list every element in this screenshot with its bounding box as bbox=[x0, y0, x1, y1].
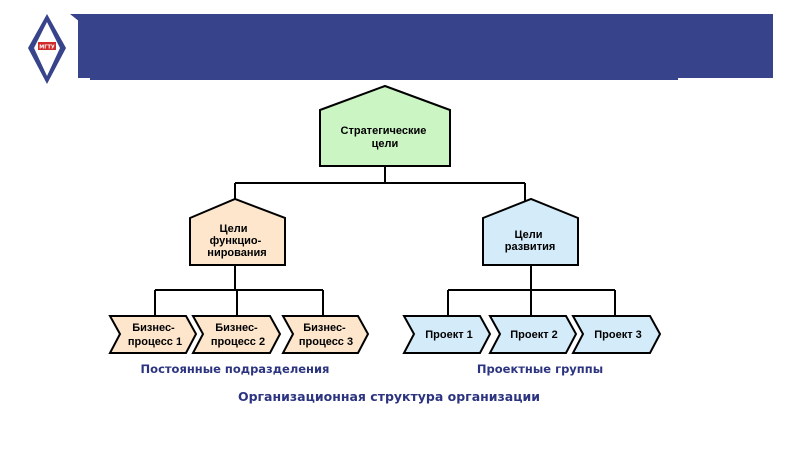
node-strategic-goals: Стратегические цели bbox=[319, 84, 451, 167]
node-label: Бизнес- bbox=[303, 322, 346, 334]
caption-project-groups: Проектные группы bbox=[477, 362, 603, 376]
diamond-emblem-icon: МГТУ bbox=[28, 14, 66, 84]
node-functional-goals: Цели функцио- нирования bbox=[189, 197, 286, 266]
caption-permanent-units: Постоянные подразделения bbox=[141, 362, 330, 376]
svg-text:Бизнес- процесс 3: Бизнес- процесс 3 bbox=[299, 322, 353, 348]
node-label: развития bbox=[505, 241, 556, 253]
node-label: цели bbox=[372, 138, 399, 150]
header-banner: МГТУ bbox=[28, 14, 773, 84]
logo-text: МГТУ bbox=[39, 45, 55, 51]
node-label: Бизнес- bbox=[132, 322, 175, 334]
node-label: процесс 1 bbox=[128, 336, 182, 348]
svg-text:Стратегические цели: Стратегические цели bbox=[341, 125, 430, 150]
svg-text:Бизнес- процесс 1: Бизнес- процесс 1 bbox=[128, 322, 182, 348]
node-label: Цели bbox=[514, 229, 542, 241]
node-label: нирования bbox=[207, 247, 266, 259]
caption-org-structure: Организационная структура организации bbox=[238, 389, 540, 404]
node-label: Проект 2 bbox=[510, 329, 558, 341]
business-process-1: Бизнес- процесс 1 bbox=[108, 315, 198, 354]
business-process-3: Бизнес- процесс 3 bbox=[281, 315, 370, 354]
node-label: Стратегические bbox=[341, 125, 427, 137]
project-3: Проект 3 bbox=[571, 315, 662, 354]
header-underline bbox=[90, 78, 678, 80]
node-label: Цели bbox=[219, 223, 247, 235]
header-wedge bbox=[70, 14, 100, 30]
header-background bbox=[78, 14, 773, 78]
project-1: Проект 1 bbox=[402, 315, 492, 354]
node-label: процесс 2 bbox=[211, 336, 265, 348]
node-label: Бизнес- bbox=[215, 322, 258, 334]
node-label: Проект 3 bbox=[594, 329, 642, 341]
node-development-goals: Цели развития bbox=[482, 197, 579, 266]
business-process-2: Бизнес- процесс 2 bbox=[191, 315, 282, 354]
svg-text:Бизнес- процесс 2: Бизнес- процесс 2 bbox=[211, 322, 265, 348]
svg-text:Цели развития: Цели развития bbox=[505, 229, 556, 253]
project-2: Проект 2 bbox=[488, 315, 578, 354]
node-label: Проект 1 bbox=[425, 329, 473, 341]
node-label: процесс 3 bbox=[299, 336, 353, 348]
svg-text:Цели функцио- ниро: Цели функцио- нирования bbox=[207, 223, 266, 259]
node-label: функцио- bbox=[210, 235, 262, 247]
